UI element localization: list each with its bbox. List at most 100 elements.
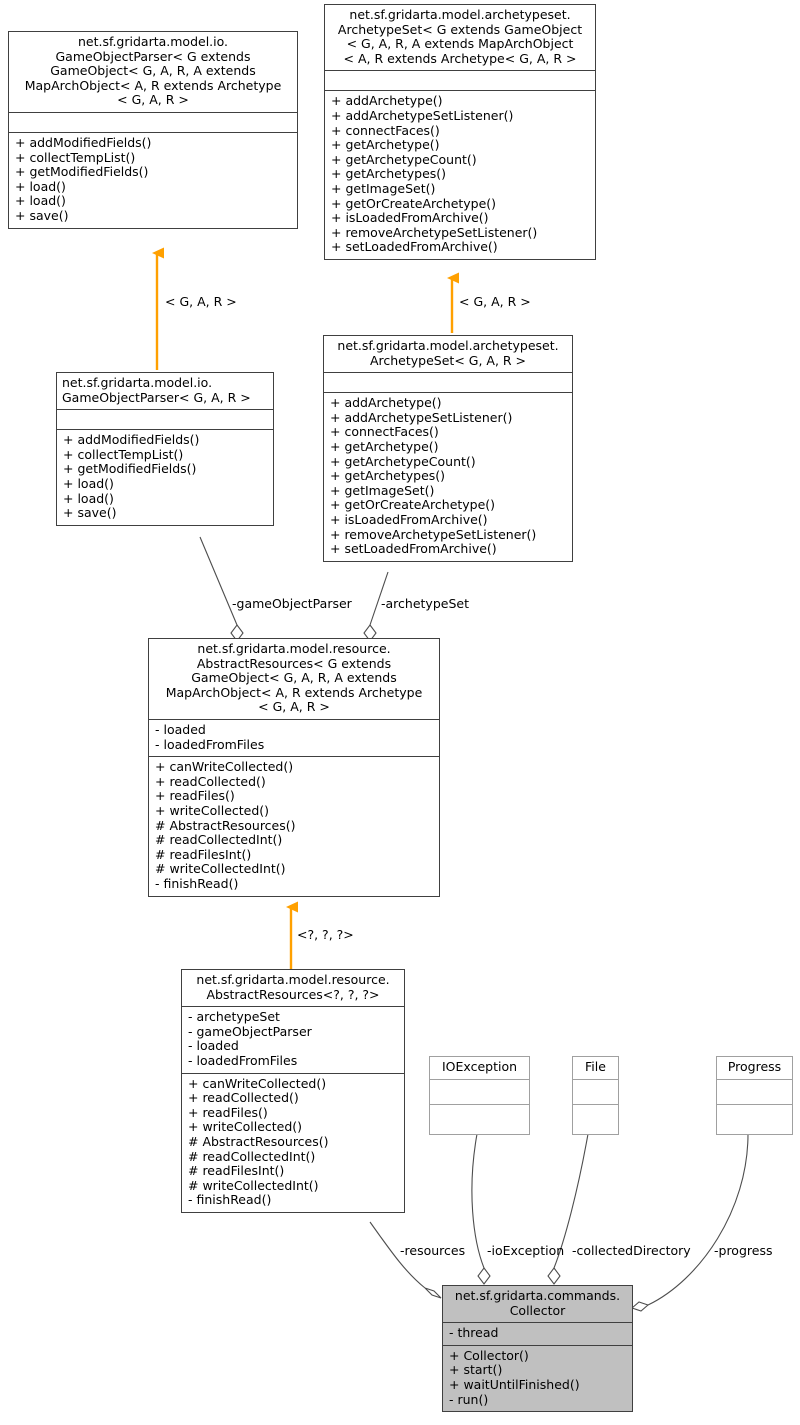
operation: + connectFaces() xyxy=(331,122,440,138)
class-operations: + canWriteCollected() + readCollected() … xyxy=(182,1072,404,1212)
class-box-progress[interactable]: Progress xyxy=(716,1056,793,1135)
operation: + load() xyxy=(15,193,66,209)
operation: + getArchetypeCount() xyxy=(330,453,476,469)
operation: + addModifiedFields() xyxy=(15,134,152,150)
operation: + addModifiedFields() xyxy=(63,432,200,448)
class-attributes: - thread xyxy=(443,1322,632,1345)
attribute: - gameObjectParser xyxy=(188,1023,312,1039)
class-title: net.sf.gridarta.commands. Collector xyxy=(454,1288,621,1318)
class-operations: + canWriteCollected() + readCollected() … xyxy=(149,756,439,895)
operation: + getArchetype() xyxy=(330,438,439,454)
operation: + getOrCreateArchetype() xyxy=(331,195,497,211)
operation: + writeCollected() xyxy=(155,802,270,818)
operation: - run() xyxy=(449,1391,489,1407)
class-box-ioexception[interactable]: IOException xyxy=(429,1056,530,1135)
operation: + getArchetypes() xyxy=(330,468,446,484)
edge-aggregation-progress xyxy=(630,1133,749,1312)
operation: + load() xyxy=(63,490,114,506)
operation: + getArchetypeCount() xyxy=(331,151,477,167)
operation: + start() xyxy=(449,1362,503,1378)
operation: + Collector() xyxy=(449,1347,529,1363)
class-box-gameobjectparser-gar[interactable]: net.sf.gridarta.model.io. GameObjectPars… xyxy=(56,372,274,526)
operation: + setLoadedFromArchive() xyxy=(331,239,498,255)
operation: + collectTempList() xyxy=(63,446,184,462)
class-operations xyxy=(573,1103,618,1134)
operation: + canWriteCollected() xyxy=(155,759,294,775)
operation: + collectTempList() xyxy=(15,149,136,165)
operation: + getImageSet() xyxy=(331,180,436,196)
operation: + load() xyxy=(15,178,66,194)
operation: + canWriteCollected() xyxy=(188,1075,327,1091)
class-attributes xyxy=(9,111,297,132)
edge-label-resources: -resources xyxy=(400,1243,466,1258)
operation: + load() xyxy=(63,475,114,491)
operation: + readFiles() xyxy=(155,788,235,804)
operation: # readCollectedInt() xyxy=(155,832,283,848)
attribute: - thread xyxy=(449,1325,499,1341)
operation: + writeCollected() xyxy=(188,1119,303,1135)
class-title: IOException xyxy=(441,1059,518,1074)
attribute: - loaded xyxy=(188,1038,239,1054)
class-operations: + addArchetype() + addArchetypeSetListen… xyxy=(324,392,572,561)
attribute: - loaded xyxy=(155,721,206,737)
operation: + getOrCreateArchetype() xyxy=(330,497,496,513)
class-operations xyxy=(717,1103,792,1134)
edge-aggregation-gameobjectparser xyxy=(199,536,244,642)
edge-label-progress: -progress xyxy=(714,1243,773,1258)
edge-aggregation-ioexception xyxy=(471,1133,491,1285)
class-title: net.sf.gridarta.model.archetypeset. Arch… xyxy=(337,7,583,66)
class-attributes xyxy=(717,1078,792,1104)
operation: + connectFaces() xyxy=(330,424,439,440)
operation: + waitUntilFinished() xyxy=(449,1376,580,1392)
operation: - finishRead() xyxy=(188,1192,272,1208)
operation: # AbstractResources() xyxy=(188,1133,329,1149)
edge-label-ioexception: -ioException xyxy=(487,1243,565,1258)
operation: + getModifiedFields() xyxy=(63,461,197,477)
class-attributes xyxy=(57,409,273,429)
operation: # readCollectedInt() xyxy=(188,1148,316,1164)
edge-label-gar-left: < G, A, R > xyxy=(165,294,237,309)
class-operations xyxy=(430,1103,529,1134)
class-title: Progress xyxy=(727,1059,782,1074)
class-operations: + addModifiedFields() + collectTempList(… xyxy=(57,429,273,525)
operation: + addArchetypeSetListener() xyxy=(330,409,513,425)
class-box-file[interactable]: File xyxy=(572,1056,619,1135)
edge-aggregation-resources xyxy=(369,1221,442,1299)
class-box-collector[interactable]: net.sf.gridarta.commands. Collector - th… xyxy=(442,1285,633,1413)
class-title: net.sf.gridarta.model.archetypeset. Arch… xyxy=(337,338,559,368)
class-operations: + addModifiedFields() + collectTempList(… xyxy=(9,131,297,228)
class-operations: + addArchetype() + addArchetypeSetListen… xyxy=(325,90,595,259)
operation: # readFilesInt() xyxy=(188,1163,285,1179)
attribute: - archetypeSet xyxy=(188,1009,280,1025)
edge-aggregation-collecteddirectory xyxy=(547,1133,589,1285)
attribute: - loadedFromFiles xyxy=(188,1052,298,1068)
operation: + save() xyxy=(63,505,117,521)
operation: - finishRead() xyxy=(155,875,239,891)
operation: + addArchetypeSetListener() xyxy=(331,107,514,123)
edge-label-wildcards: <?, ?, ?> xyxy=(297,927,354,942)
class-title: net.sf.gridarta.model.io. GameObjectPars… xyxy=(62,375,251,405)
class-attributes: - loaded - loadedFromFiles xyxy=(149,718,439,756)
operation: + isLoadedFromArchive() xyxy=(331,210,489,226)
class-box-abstractresources-generic[interactable]: net.sf.gridarta.model.resource. Abstract… xyxy=(148,638,440,897)
operation: + readCollected() xyxy=(188,1090,299,1106)
class-attributes: - archetypeSet - gameObjectParser - load… xyxy=(182,1006,404,1072)
class-box-archetypeset-generic[interactable]: net.sf.gridarta.model.archetypeset. Arch… xyxy=(324,4,596,260)
operation: + addArchetype() xyxy=(330,395,442,411)
operation: + getArchetype() xyxy=(331,137,440,153)
class-box-gameobjectparser-generic[interactable]: net.sf.gridarta.model.io. GameObjectPars… xyxy=(8,31,298,229)
class-attributes xyxy=(573,1078,618,1104)
operation: + setLoadedFromArchive() xyxy=(330,541,497,557)
edge-label-gameobjectparser: -gameObjectParser xyxy=(232,596,352,611)
class-box-archetypeset-gar[interactable]: net.sf.gridarta.model.archetypeset. Arch… xyxy=(323,335,573,562)
class-attributes xyxy=(430,1078,529,1104)
class-box-abstractresources-wildcard[interactable]: net.sf.gridarta.model.resource. Abstract… xyxy=(181,969,405,1213)
class-operations: + Collector() + start() + waitUntilFinis… xyxy=(443,1344,632,1411)
operation: + save() xyxy=(15,207,69,223)
operation: # readFilesInt() xyxy=(155,846,252,862)
edge-label-archetypeset: -archetypeSet xyxy=(381,596,469,611)
operation: + removeArchetypeSetListener() xyxy=(331,224,538,240)
operation: + getArchetypes() xyxy=(331,166,447,182)
attribute: - loadedFromFiles xyxy=(155,736,265,752)
